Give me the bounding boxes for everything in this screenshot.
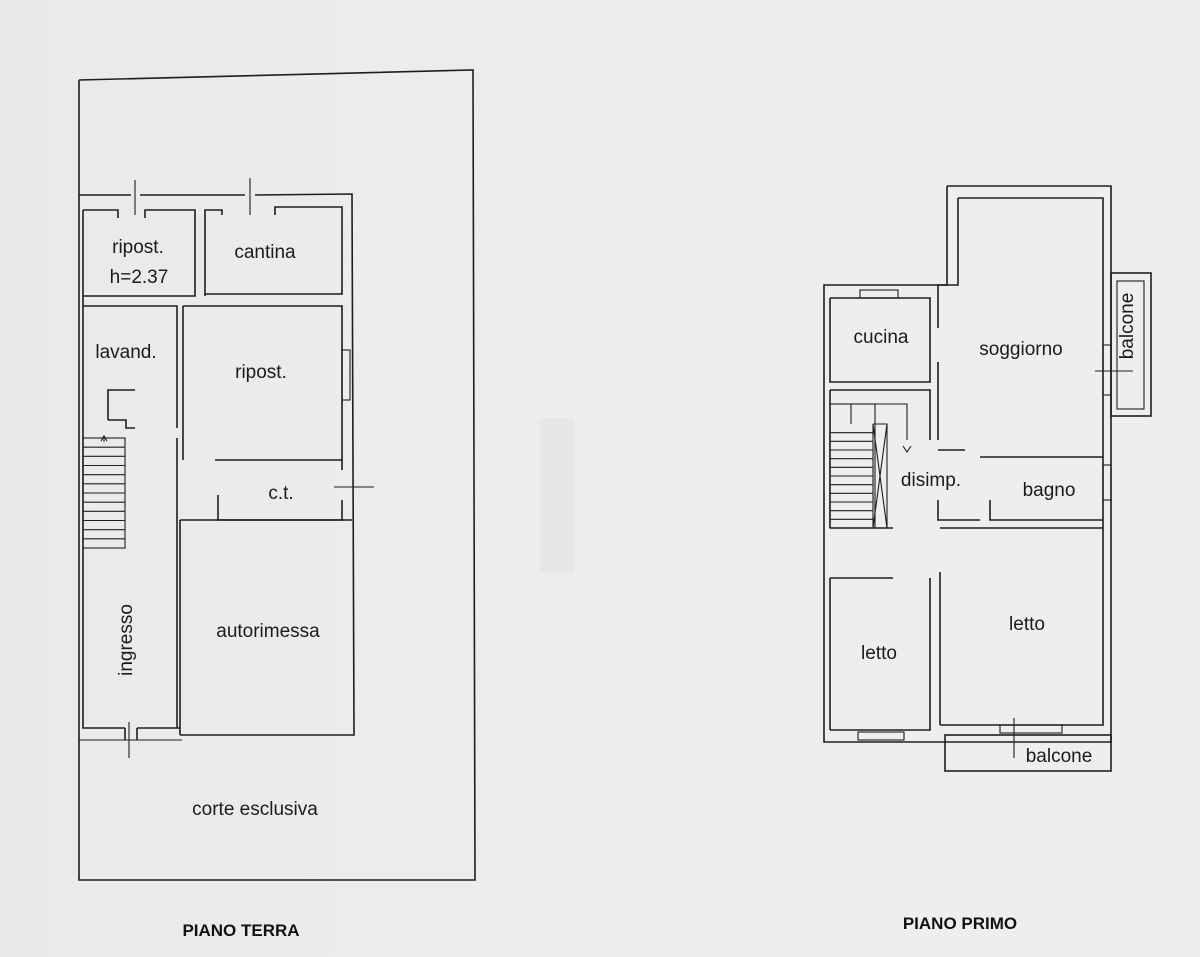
room-label-lavanderia: lavand. [95, 342, 156, 363]
room-label-balcone-east: balcone [1117, 293, 1138, 360]
ground-floor-plan: ripost. h=2.37 cantina lavand. ripost. c… [78, 69, 476, 940]
room-label-cucina: cucina [854, 327, 909, 348]
first-floor-plan: cucina soggiorno balcone disimp. bagno l… [823, 185, 1152, 933]
ground-floor-walls [79, 178, 374, 758]
room-label-balcone-south: balcone [1026, 746, 1093, 767]
room-height-note: h=2.37 [110, 267, 169, 288]
room-label-ripost-small: ripost. [112, 237, 164, 258]
room-label-disimpegno: disimp. [901, 470, 961, 491]
room-label-soggiorno: soggiorno [979, 339, 1062, 360]
first-floor-stairs [829, 403, 912, 529]
room-label-letto-left: letto [861, 643, 897, 664]
ground-floor-stairs [82, 434, 126, 549]
ground-floor-title: PIANO TERRA [182, 921, 299, 940]
room-label-bagno: bagno [1023, 480, 1076, 501]
first-floor-title: PIANO PRIMO [903, 914, 1017, 933]
first-floor-walls [823, 185, 1152, 772]
room-label-ripostiglio: ripost. [235, 362, 287, 383]
room-label-cantina: cantina [234, 242, 296, 263]
lot-boundary [78, 69, 476, 881]
room-label-letto-right: letto [1009, 614, 1045, 635]
room-label-autorimessa: autorimessa [216, 621, 320, 642]
room-label-corte-esclusiva: corte esclusiva [192, 799, 318, 820]
room-label-centrale-termica: c.t. [268, 483, 293, 504]
room-label-ingresso: ingresso [116, 604, 137, 676]
scan-artifact [540, 418, 574, 573]
